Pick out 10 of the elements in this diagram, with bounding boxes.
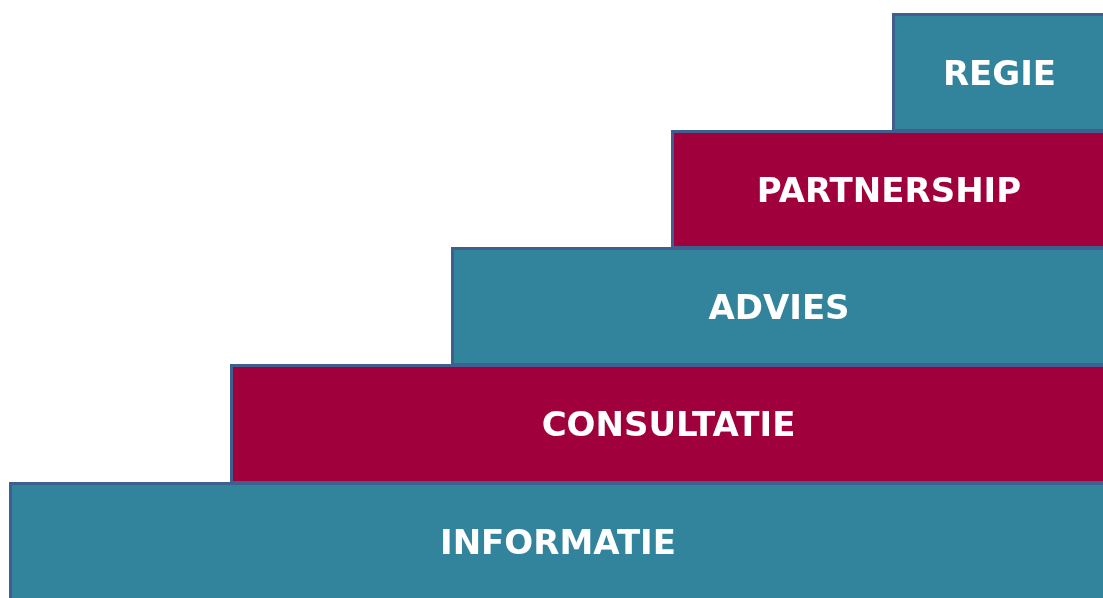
step-label: CONSULTATIE [541,404,796,444]
step-label: ADVIES [708,286,850,327]
stair-step [451,247,1103,366]
stair-step [671,130,1103,249]
step-label: PARTNERSHIP [756,169,1022,210]
stair-step [892,13,1103,132]
stair-step [230,364,1103,484]
step-label: REGIE [942,52,1057,93]
step-label: INFORMATIE [440,522,676,562]
stair-step [9,482,1103,598]
